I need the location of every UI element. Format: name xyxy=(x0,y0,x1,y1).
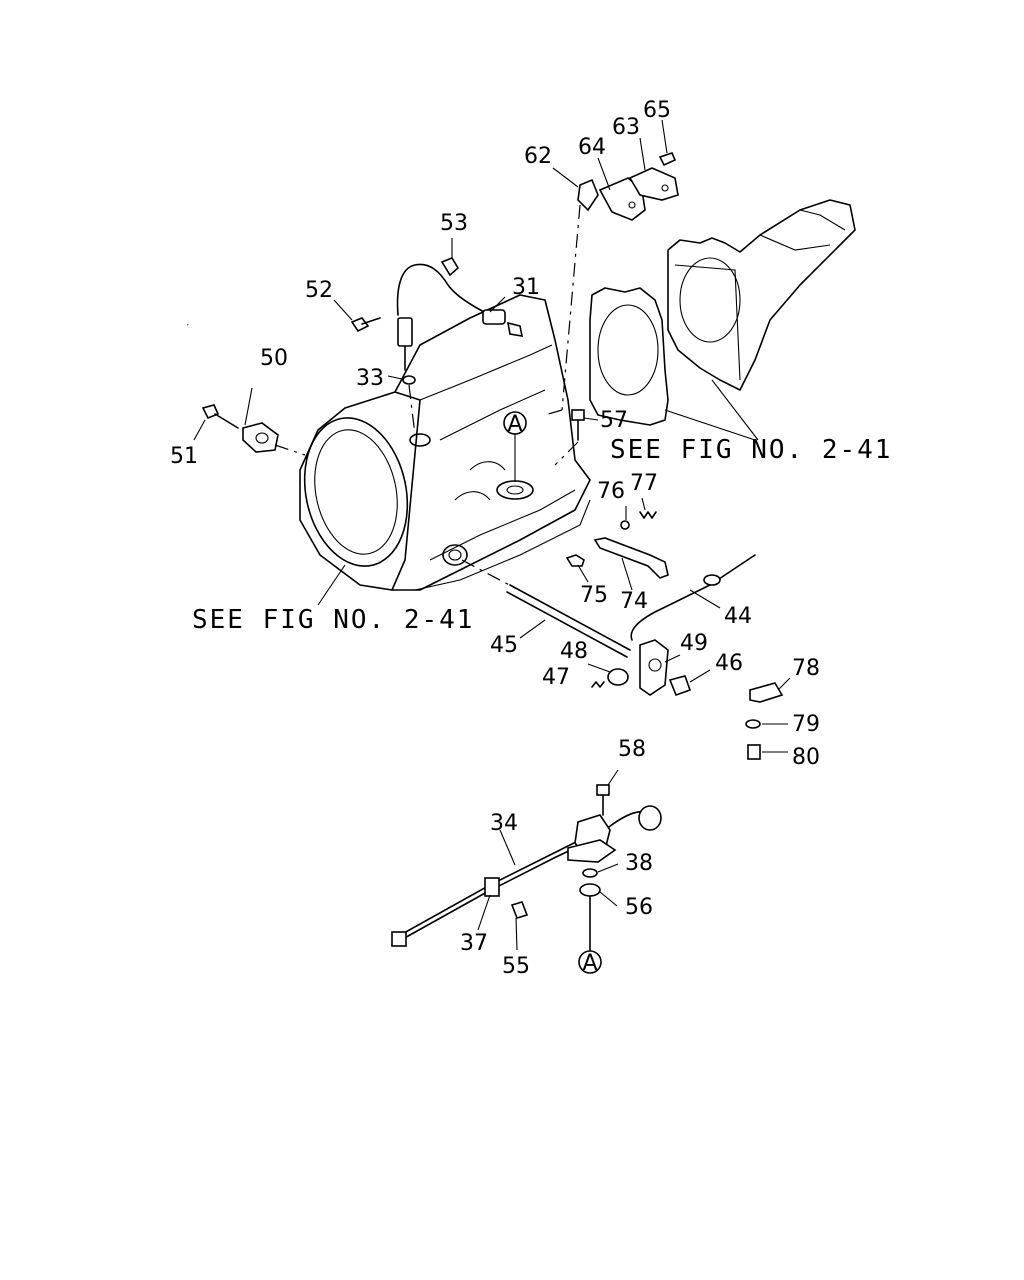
see-fig-left: SEE FIG NO. 2-41 xyxy=(192,605,474,635)
shaft-45 xyxy=(506,584,631,658)
label-50: 50 xyxy=(260,346,288,371)
marker-a-bottom-text: A xyxy=(582,951,597,976)
breather-assembly xyxy=(577,152,679,221)
washer-79 xyxy=(745,719,761,729)
label-49: 49 xyxy=(680,631,708,656)
label-58: 58 xyxy=(618,737,646,762)
label-74: 74 xyxy=(620,589,648,614)
pin-47 xyxy=(591,681,605,688)
label-51: 51 xyxy=(170,444,198,469)
label-47: 47 xyxy=(542,665,570,690)
gasket xyxy=(589,287,669,426)
o-ring-33 xyxy=(402,375,416,385)
bolt-80 xyxy=(747,744,761,760)
label-33: 33 xyxy=(356,366,384,391)
bolt-55 xyxy=(510,901,529,919)
leader-lines xyxy=(193,119,791,951)
marker-a-bottom xyxy=(578,950,602,974)
label-75: 75 xyxy=(580,583,608,608)
label-52: 52 xyxy=(305,278,333,303)
label-79: 79 xyxy=(792,712,820,737)
label-62: 62 xyxy=(524,144,552,169)
label-63: 63 xyxy=(612,115,640,140)
pin-75 xyxy=(565,554,585,567)
bolt-51 xyxy=(201,404,239,429)
spring-77 xyxy=(639,511,657,519)
label-64: 64 xyxy=(578,135,606,160)
bolt-58 xyxy=(596,784,610,816)
part-labels: 31 33 34 37 38 44 45 46 47 48 49 50 51 5… xyxy=(170,98,820,979)
label-37: 37 xyxy=(460,931,488,956)
washer-76 xyxy=(620,520,630,530)
label-38: 38 xyxy=(625,851,653,876)
label-65: 65 xyxy=(643,98,671,123)
bolt-57 xyxy=(571,409,585,441)
label-77: 77 xyxy=(630,471,658,496)
shift-lever-74 xyxy=(593,537,669,579)
seal-56 xyxy=(579,883,601,897)
label-44: 44 xyxy=(724,604,752,629)
shift-rod-44 xyxy=(630,554,756,641)
extension-housing xyxy=(667,199,856,391)
o-ring-38 xyxy=(582,868,598,878)
bushing-48 xyxy=(607,668,629,686)
transmission-housing xyxy=(299,294,591,591)
label-55: 55 xyxy=(502,954,530,979)
label-53: 53 xyxy=(440,211,468,236)
harness-34 xyxy=(391,805,662,947)
seal-46 xyxy=(668,675,692,697)
detent-lever-49 xyxy=(639,639,669,696)
label-57: 57 xyxy=(600,408,628,433)
speed-sensor-cable xyxy=(396,257,524,371)
label-56: 56 xyxy=(625,895,653,920)
bolt-52 xyxy=(350,317,381,333)
label-46: 46 xyxy=(715,651,743,676)
bracket-78 xyxy=(749,682,784,703)
label-34: 34 xyxy=(490,811,518,836)
see-fig-right: SEE FIG NO. 2-41 xyxy=(610,435,892,465)
label-48: 48 xyxy=(560,639,588,664)
label-45: 45 xyxy=(490,633,518,658)
marker-a-top-text: A xyxy=(507,412,522,437)
filler-tube xyxy=(186,324,279,453)
label-76: 76 xyxy=(597,479,625,504)
label-80: 80 xyxy=(792,745,820,770)
label-31: 31 xyxy=(512,275,540,300)
label-78: 78 xyxy=(792,656,820,681)
